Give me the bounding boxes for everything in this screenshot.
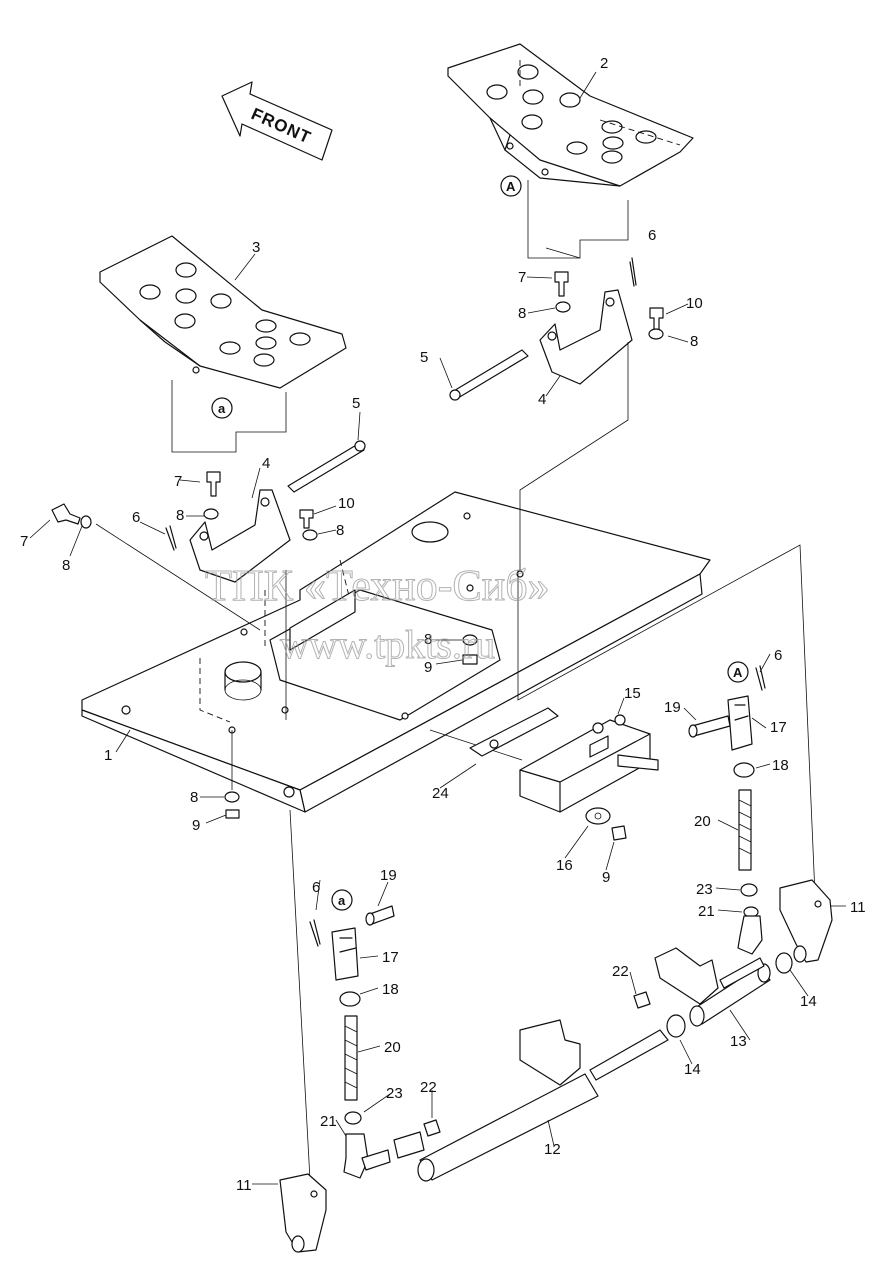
pedal-arm-11-left (279, 1173, 327, 1253)
callout: 23 (696, 881, 713, 898)
callout: 17 (770, 719, 787, 736)
callout: 8 (176, 507, 184, 524)
callout: 18 (382, 981, 399, 998)
bracket-4-left (189, 440, 366, 583)
callout: 15 (624, 685, 641, 702)
pedal-3 (99, 235, 347, 389)
callout: 9 (602, 869, 610, 886)
callout: 10 (686, 295, 703, 312)
reference-mark-a: a (218, 401, 226, 416)
callout: 17 (382, 949, 399, 966)
callout: 3 (252, 239, 260, 256)
callout: 19 (380, 867, 397, 884)
callout: 5 (420, 349, 428, 366)
callout: 8 (690, 333, 698, 350)
callout: 4 (262, 455, 270, 472)
callout: 9 (424, 659, 432, 676)
callout: 1 (104, 747, 112, 764)
callout: 6 (132, 509, 140, 526)
floor-plate-1 (81, 491, 711, 813)
reference-mark-A: A (506, 179, 516, 194)
pedal-arm-11-right (779, 879, 833, 963)
hardware-plate (224, 634, 478, 819)
callout: 8 (190, 789, 198, 806)
callout: 22 (612, 963, 629, 980)
front-arrow: FRONT (221, 81, 333, 161)
callout: 21 (320, 1113, 337, 1130)
callout: 8 (424, 631, 432, 648)
callout: 8 (518, 305, 526, 322)
callout: 6 (312, 879, 320, 896)
bracket-4-right (449, 289, 633, 401)
shaft-12 (393, 1019, 669, 1182)
callout: 23 (386, 1085, 403, 1102)
switch-15 (469, 707, 659, 841)
callout: 12 (544, 1141, 561, 1158)
reference-mark-A: A (733, 665, 743, 680)
callout: 7 (174, 473, 182, 490)
callout: 2 (600, 55, 608, 72)
callout: 8 (336, 522, 344, 539)
pedal-2 (447, 43, 694, 187)
callout: 20 (384, 1039, 401, 1056)
reference-marks: A A a a (211, 175, 749, 911)
callout: 22 (420, 1079, 437, 1096)
reference-mark-a: a (338, 893, 346, 908)
callout: 11 (236, 1177, 252, 1194)
watermark-line-1: ТПК «Техно-Сиб» (205, 561, 550, 610)
callout: 7 (20, 533, 28, 550)
callout: 21 (698, 903, 715, 920)
callout: 6 (774, 647, 782, 664)
callout: 7 (518, 269, 526, 286)
callout: 14 (684, 1061, 701, 1078)
linkage-left (309, 905, 441, 1179)
callout: 11 (850, 899, 866, 916)
callout: 16 (556, 857, 573, 874)
callout-numbers: 2 3 1 4 4 5 5 6 6 6 6 7 7 7 8 8 8 8 8 8 … (20, 55, 866, 1194)
callout: 18 (772, 757, 789, 774)
callout: 9 (192, 817, 200, 834)
callout: 13 (730, 1033, 747, 1050)
callout: 5 (352, 395, 360, 412)
watermark-line-2: www.tpkts.ru (280, 622, 495, 667)
callout: 19 (664, 699, 681, 716)
callout: 4 (538, 391, 546, 408)
callout: 8 (62, 557, 70, 574)
callout: 14 (800, 993, 817, 1010)
linkage-right (688, 665, 766, 955)
callout: 20 (694, 813, 711, 830)
watermark: ТПК «Техно-Сиб» www.tpkts.ru (205, 561, 551, 668)
hardware-upper (51, 257, 664, 551)
callout: 24 (432, 785, 449, 802)
callout: 6 (648, 227, 656, 244)
callout: 10 (338, 495, 355, 512)
shaft-13 (633, 947, 793, 1038)
